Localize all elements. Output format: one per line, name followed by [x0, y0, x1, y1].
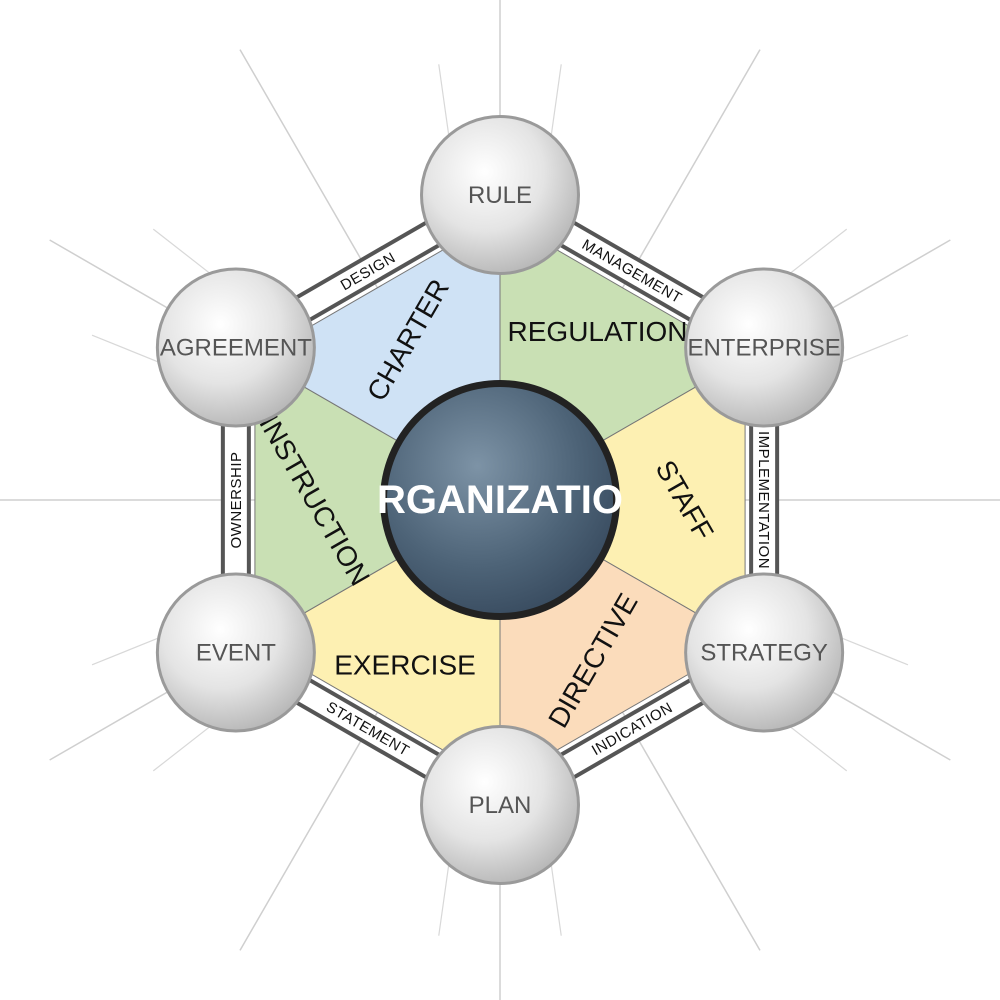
node: AGREEMENT [155, 267, 316, 428]
segment-label: EXERCISE [334, 650, 476, 681]
node-label: AGREEMENT [160, 335, 312, 362]
center-disc [387, 387, 613, 613]
node-label: STRATEGY [700, 640, 828, 667]
node: RULE [420, 115, 580, 275]
center-title: RGANIZATIO [377, 478, 623, 522]
node-label: PLAN [469, 792, 532, 819]
node-disc [158, 270, 313, 425]
nodes-group: RULE ENTERPRISE STRATEGY PLAN EVENT AGREEMENT [155, 115, 845, 885]
node-disc [687, 270, 842, 425]
node-disc [423, 118, 577, 272]
node-disc [423, 728, 577, 882]
node-label: EVENT [196, 640, 276, 667]
node: PLAN [420, 725, 580, 885]
node-label: RULE [468, 182, 532, 209]
node: STRATEGY [684, 572, 845, 733]
node-disc [158, 575, 313, 730]
node: ENTERPRISE [684, 267, 845, 428]
node-label: ENTERPRISE [687, 335, 840, 362]
edge-label: IMPLEMENTATION [755, 431, 772, 569]
node: EVENT [155, 572, 316, 733]
segment-label: REGULATION [508, 316, 688, 347]
edge-label: OWNERSHIP [228, 451, 245, 548]
node-disc [687, 575, 842, 730]
center-circle: RGANIZATIO [377, 380, 623, 620]
